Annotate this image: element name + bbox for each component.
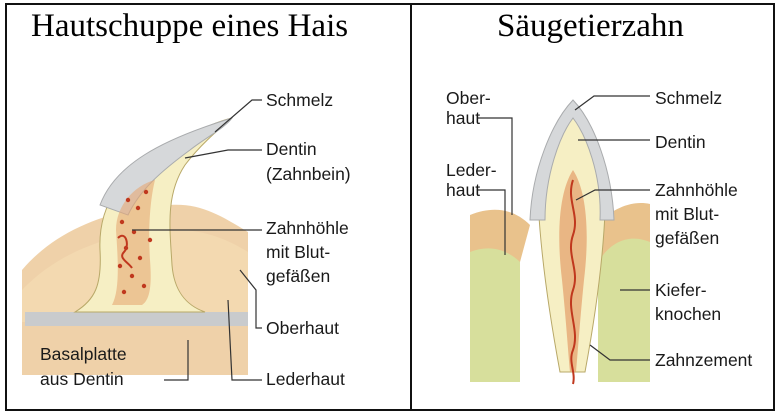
shark-label-mit-blut: mit Blut-	[266, 242, 330, 262]
shark-label-schmelz: Schmelz	[266, 90, 333, 110]
shark-label-zahnhoehle: Zahnhöhle	[266, 218, 349, 238]
shark-label-dentin: Dentin	[266, 139, 317, 159]
shark-label-lederhaut: Lederhaut	[266, 369, 345, 389]
shark-label-gefaessen: gefäßen	[266, 266, 330, 286]
tooth-label-haut-2: haut	[446, 180, 480, 200]
tooth-label-gefaessen: gefäßen	[655, 228, 719, 248]
shark-label-aus-dentin: aus Dentin	[40, 369, 124, 389]
tooth-label-mit-blut: mit Blut-	[655, 204, 719, 224]
tooth-label-knochen: knochen	[655, 304, 721, 324]
shark-basal-plate	[25, 312, 248, 326]
shark-label-dentin-sub: (Zahnbein)	[266, 164, 351, 184]
tooth-label-haut-1: haut	[446, 108, 480, 128]
mammal-tooth-illustration: Ober- haut Leder- haut Schmelz Dentin Za…	[446, 88, 752, 384]
tooth-label-zahnzement: Zahnzement	[655, 350, 752, 370]
tooth-label-zahnhoehle: Zahnhöhle	[655, 180, 738, 200]
tooth-label-schmelz: Schmelz	[655, 88, 722, 108]
tooth-jaw-bone	[470, 245, 520, 382]
shark-label-basalplatte: Basalplatte	[40, 344, 127, 364]
tooth-label-dentin: Dentin	[655, 132, 706, 152]
shark-scale-illustration: Schmelz Dentin (Zahnbein) Zahnhöhle mit …	[22, 90, 351, 389]
shark-label-oberhaut: Oberhaut	[266, 318, 339, 338]
tooth-label-ober: Ober-	[446, 88, 491, 108]
tooth-label-kiefer: Kiefer-	[655, 280, 707, 300]
tooth-label-leder: Leder-	[446, 160, 497, 180]
